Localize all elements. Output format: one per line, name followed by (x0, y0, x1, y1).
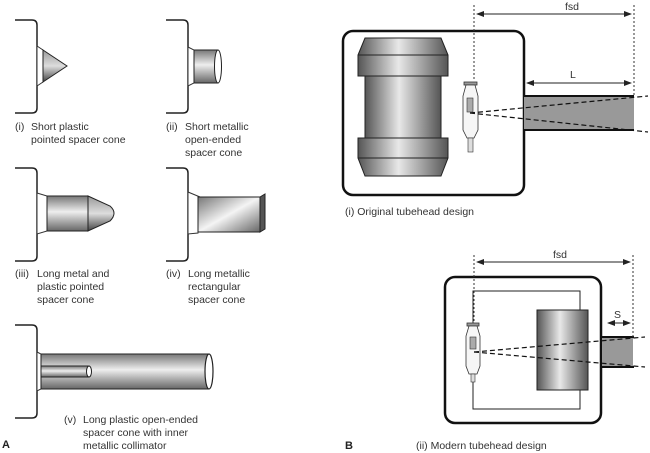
caption-ii-line2: open-ended (185, 134, 241, 146)
original-tubehead (341, 5, 649, 197)
caption-ii-num: (ii) (166, 121, 178, 133)
inner-collimator (40, 365, 90, 378)
panel-b-label: B (345, 440, 353, 452)
beam-line-top (469, 95, 649, 114)
xray-tube (462, 81, 479, 153)
caption-v-line3: metallic collimator (83, 440, 167, 452)
beam-line-bottom (473, 351, 646, 368)
caption-iii-line1: Long metal and (37, 268, 110, 280)
caption-v-line1: Long plastic open-ended (83, 414, 198, 426)
original-length-label: L (570, 69, 576, 81)
beam-line-top (473, 336, 646, 353)
caption-v-line2: spacer cone with inner (83, 427, 189, 439)
caption-iv-num: (iv) (166, 268, 181, 280)
caption-i-line1: Short plastic (31, 121, 89, 133)
caption-iii-line3: spacer cone (37, 294, 94, 306)
caption-v-num: (v) (64, 414, 76, 426)
beam-line-bottom (469, 112, 649, 133)
tubehead-housing-bracket (15, 19, 38, 114)
transformer (536, 309, 589, 391)
transformer (357, 37, 449, 177)
spacer-cone-short-plastic-pointed (15, 19, 68, 114)
cone-body (602, 337, 633, 367)
spacer-cone-long-plastic-collimator (15, 324, 214, 419)
modern-tubehead (443, 255, 646, 425)
original-caption: (i) Original tubehead design (345, 206, 474, 218)
caption-iii-num: (iii) (15, 268, 29, 280)
cone-body (524, 96, 634, 130)
caption-iii-line2: plastic pointed (37, 281, 104, 293)
modern-length-label: S (614, 309, 621, 321)
original-fsd-label: fsd (565, 1, 579, 13)
caption-ii-line3: spacer cone (185, 147, 242, 159)
spacer-cone-long-metal-plastic-pointed (15, 167, 115, 262)
caption-i-line2: pointed spacer cone (31, 134, 126, 146)
xray-tube (465, 322, 481, 383)
caption-ii-line1: Short metallic (185, 121, 249, 133)
panel-a-label: A (2, 439, 10, 451)
caption-iv-line3: spacer cone (188, 294, 245, 306)
caption-i-num: (i) (15, 121, 24, 133)
modern-caption: (ii) Modern tubehead design (416, 440, 547, 452)
spacer-cone-long-metallic-rectangular (166, 167, 266, 262)
spacer-cone-short-metallic-open-ended (166, 19, 222, 114)
modern-fsd-label: fsd (553, 249, 567, 261)
caption-iv-line1: Long metallic (188, 268, 250, 280)
caption-iv-line2: rectangular (188, 281, 241, 293)
